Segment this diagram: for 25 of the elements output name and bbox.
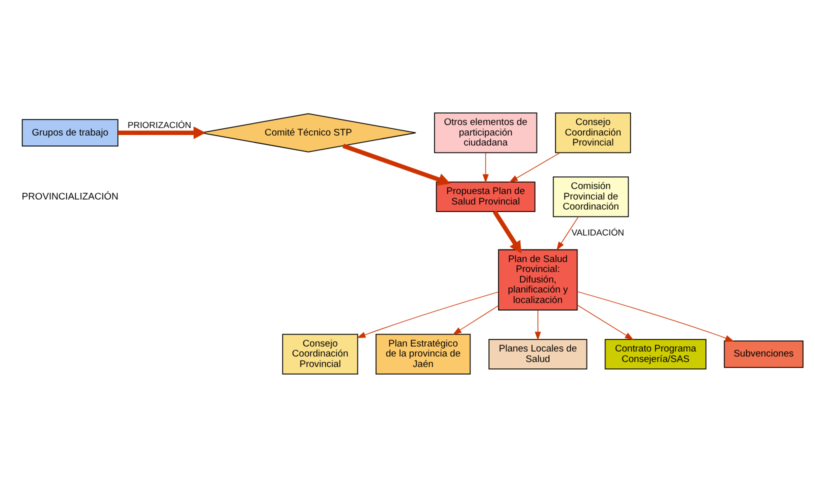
arrow: [452, 304, 499, 334]
arrow: [118, 126, 206, 139]
node-box: Planes Locales de Salud: [488, 338, 588, 369]
arrow: [508, 152, 560, 182]
arrow: [342, 143, 450, 186]
node-box: Contrato Programa Consejería/SAS: [604, 338, 706, 369]
node-box: Grupos de trabajo: [22, 118, 118, 146]
edge-label: VALIDACIÓN: [571, 226, 624, 237]
node-box: Comisión Provincial de Coordinación: [552, 176, 629, 217]
node-box: Plan Estratégico de la provincia de Jaén: [376, 333, 471, 374]
arrow: [534, 309, 541, 340]
arrow: [577, 304, 634, 340]
node-box: Subvenciones: [724, 340, 804, 368]
arrow: [492, 210, 522, 253]
node-box: Propuesta Plan de Salud Provincial: [436, 181, 536, 212]
arrow: [356, 291, 499, 338]
node-box: Consejo Coordinación Provincial: [555, 112, 631, 153]
arrow: [556, 216, 579, 250]
node-box: Consejo Coordinación Provincial: [282, 333, 358, 374]
arrow: [576, 290, 734, 341]
arrow: [482, 152, 489, 183]
node-box: Plan de Salud Provincial: Difusión, planificación y localización: [498, 248, 578, 310]
label: PROVINCIALIZACIÓN: [22, 190, 118, 202]
edge-label: PRIORIZACIÓN: [128, 120, 192, 130]
node-box: Otros elementos de participación ciudadana: [434, 112, 538, 153]
